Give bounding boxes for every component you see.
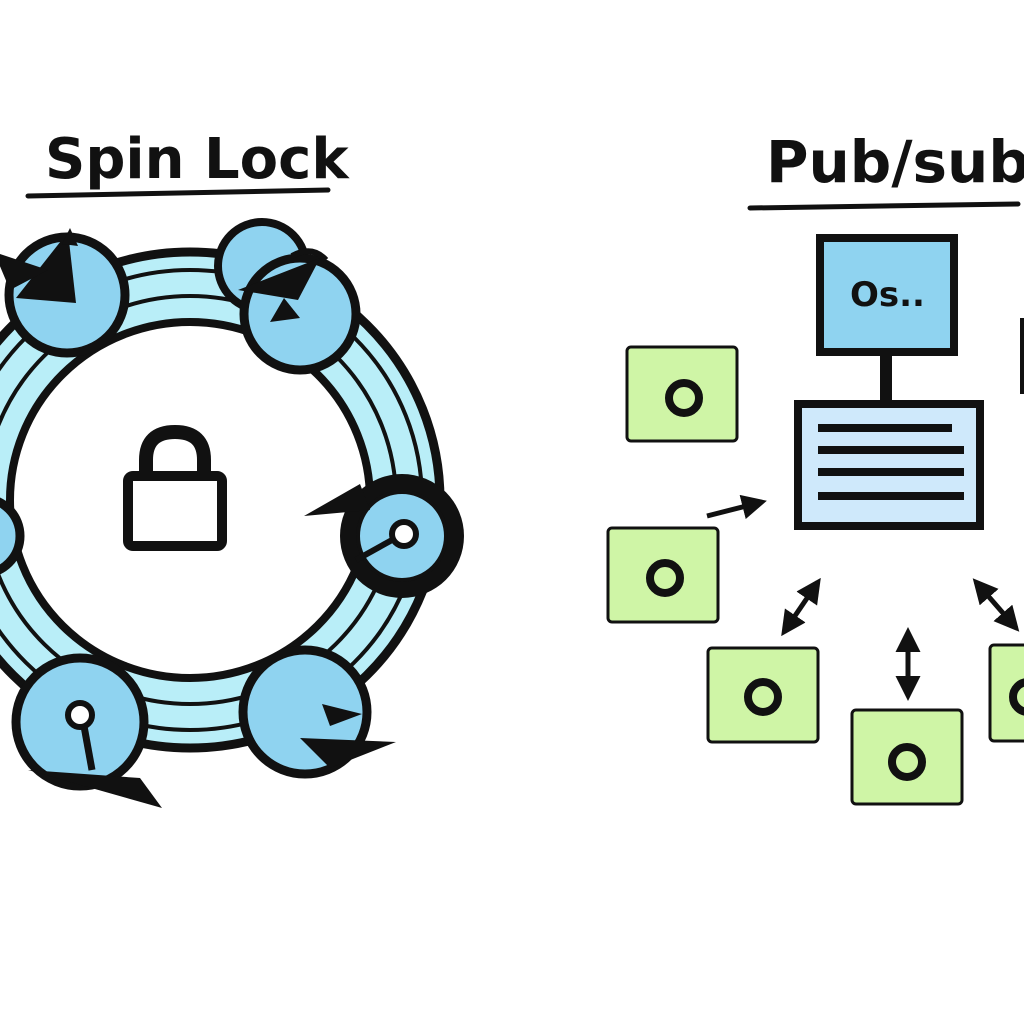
pacman-thread-icon — [238, 258, 320, 300]
pubsub-title: Pub/sub — [766, 128, 1024, 196]
pubsub-title-underline — [747, 201, 1021, 211]
pacman-thread-icon — [300, 738, 396, 768]
circle-thread-icon — [0, 497, 25, 575]
pubsub-panel: Pub/sub Os.. — [606, 128, 1024, 806]
spin-lock-title: Spin Lock — [45, 127, 350, 192]
spin-lock-panel: Spin Lock — [0, 127, 464, 808]
ring-icon — [665, 379, 703, 417]
subscriber-bottom-center — [850, 708, 964, 806]
subscriber-top-left — [625, 345, 739, 443]
spin-lock-title-underline — [25, 187, 331, 199]
arrow-bidirectional-left — [781, 577, 821, 637]
ring-icon — [888, 743, 926, 781]
arrow-bidirectional-right — [972, 578, 1020, 632]
monitor-stand — [880, 352, 892, 404]
spin-thread-top-left — [0, 228, 130, 358]
arrow-publish — [706, 494, 767, 520]
spin-thread-right — [304, 474, 464, 598]
os-monitor: Os.. — [816, 234, 958, 404]
message-broker — [794, 400, 984, 530]
padlock-icon — [123, 424, 227, 551]
pacman-thread-icon — [16, 232, 76, 303]
os-monitor-label: Os.. — [850, 275, 925, 315]
ring-icon — [744, 678, 782, 716]
ring-icon — [646, 559, 684, 597]
subscriber-bottom-left — [706, 646, 820, 744]
dial-thread-icon — [389, 519, 419, 549]
ring-icon — [1009, 678, 1024, 716]
spin-thread-left — [0, 497, 25, 575]
dial-thread-icon — [65, 700, 95, 730]
subscriber-mid-left — [606, 526, 720, 624]
subscriber-bottom-right — [988, 643, 1024, 743]
partial-box-right-edge — [1020, 318, 1024, 394]
spin-thread-bottom-left — [11, 653, 162, 808]
spin-thread-top-right — [214, 218, 361, 375]
spin-thread-bottom-right — [238, 645, 396, 779]
